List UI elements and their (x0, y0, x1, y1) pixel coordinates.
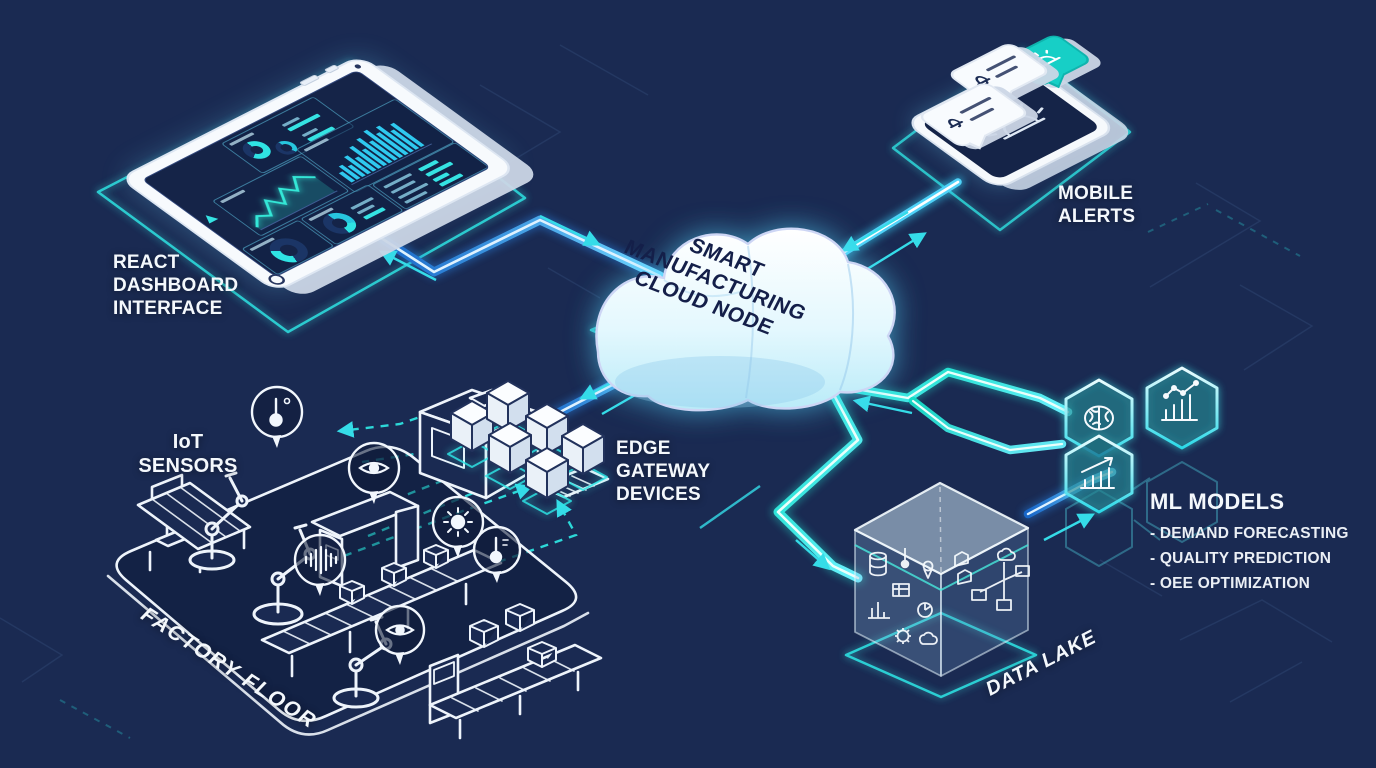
vision-icon (374, 604, 426, 665)
crates-illustration (339, 544, 557, 668)
datalake-cube (853, 481, 1030, 677)
ml-model-item: - DEMAND FORECASTING (1150, 525, 1349, 542)
label-react-dashboard: REACT DASHBOARD INTERFACE (113, 252, 239, 319)
notification-bell-icon (948, 118, 964, 129)
database-icon (869, 551, 887, 577)
thermometer-icon (900, 548, 910, 569)
ml-model-item: - QUALITY PREDICTION (1150, 550, 1332, 568)
cloud-sync-icon (919, 631, 938, 645)
robot-arm-illustration (188, 471, 249, 571)
background-circuit-lines (0, 44, 1333, 703)
edge-gateway-cubes (447, 380, 608, 515)
gateway-cube (450, 400, 494, 452)
conveyor-illustration (428, 643, 603, 740)
ml-model-item: - OEE OPTIMIZATION (1150, 575, 1311, 593)
background-dash-accents (59, 203, 1301, 739)
gateway-cube (488, 422, 532, 474)
pipe-dashboard-cloud (371, 213, 667, 283)
bar-chart-panel (295, 98, 456, 193)
gear-icon (895, 628, 911, 644)
tablet-device (118, 54, 519, 293)
ml-models-list: - DEMAND FORECASTING - QUALITY PREDICTIO… (1150, 521, 1349, 596)
gateway-cube (486, 380, 530, 432)
label-mobile-alerts: MOBILE ALERTS (1058, 183, 1136, 227)
sound-wave-icon (293, 533, 347, 596)
ml-hexagons (1064, 366, 1219, 567)
pie-chart-icon (917, 602, 933, 618)
light-icon (431, 495, 485, 558)
notification-bubble (916, 80, 1031, 149)
pipe-ml-cloud-lower (908, 396, 1067, 455)
factory-platform-rim (106, 574, 590, 736)
hex-shadow-outlines (1065, 461, 1218, 567)
label-iot-sensors: IoT SENSORS (138, 431, 238, 477)
datalake-base-rim (844, 611, 1038, 699)
app-logo-icon (201, 212, 219, 224)
pipe-cloud-datalake (771, 373, 865, 585)
label-edge-gateway: EDGE GATEWAY DEVICES (616, 438, 711, 505)
map-pin-icon (922, 560, 934, 579)
tablet-camera-dot (353, 63, 363, 70)
table-icon (892, 583, 910, 597)
datalake-icons (868, 547, 1030, 645)
neural-network-icon (1084, 405, 1114, 431)
area-chart (255, 176, 338, 231)
thermometer-icon (250, 385, 304, 448)
folder-tree-icon (954, 547, 1030, 611)
cloud-shape (595, 227, 896, 412)
iot-sensor-badges (250, 385, 522, 665)
kpi-donut-gauge (236, 137, 277, 163)
area-chart-panel (211, 155, 350, 237)
gateway-cube (525, 447, 569, 499)
bar-chart-icon (868, 602, 890, 619)
pipe-ml-cloud (831, 365, 1075, 419)
forecast-chart-icon (1161, 380, 1199, 421)
growth-bars-icon (1080, 457, 1115, 489)
dashboard-screen (141, 69, 492, 278)
ml-models-block: ML MODELS - DEMAND FORECASTING - QUALITY… (1150, 489, 1349, 596)
bar-chart (338, 122, 433, 186)
label-ml-models: ML MODELS (1150, 489, 1285, 514)
hex-growth (1064, 434, 1134, 514)
thermometer-icon (472, 525, 522, 583)
vision-icon (347, 441, 401, 504)
